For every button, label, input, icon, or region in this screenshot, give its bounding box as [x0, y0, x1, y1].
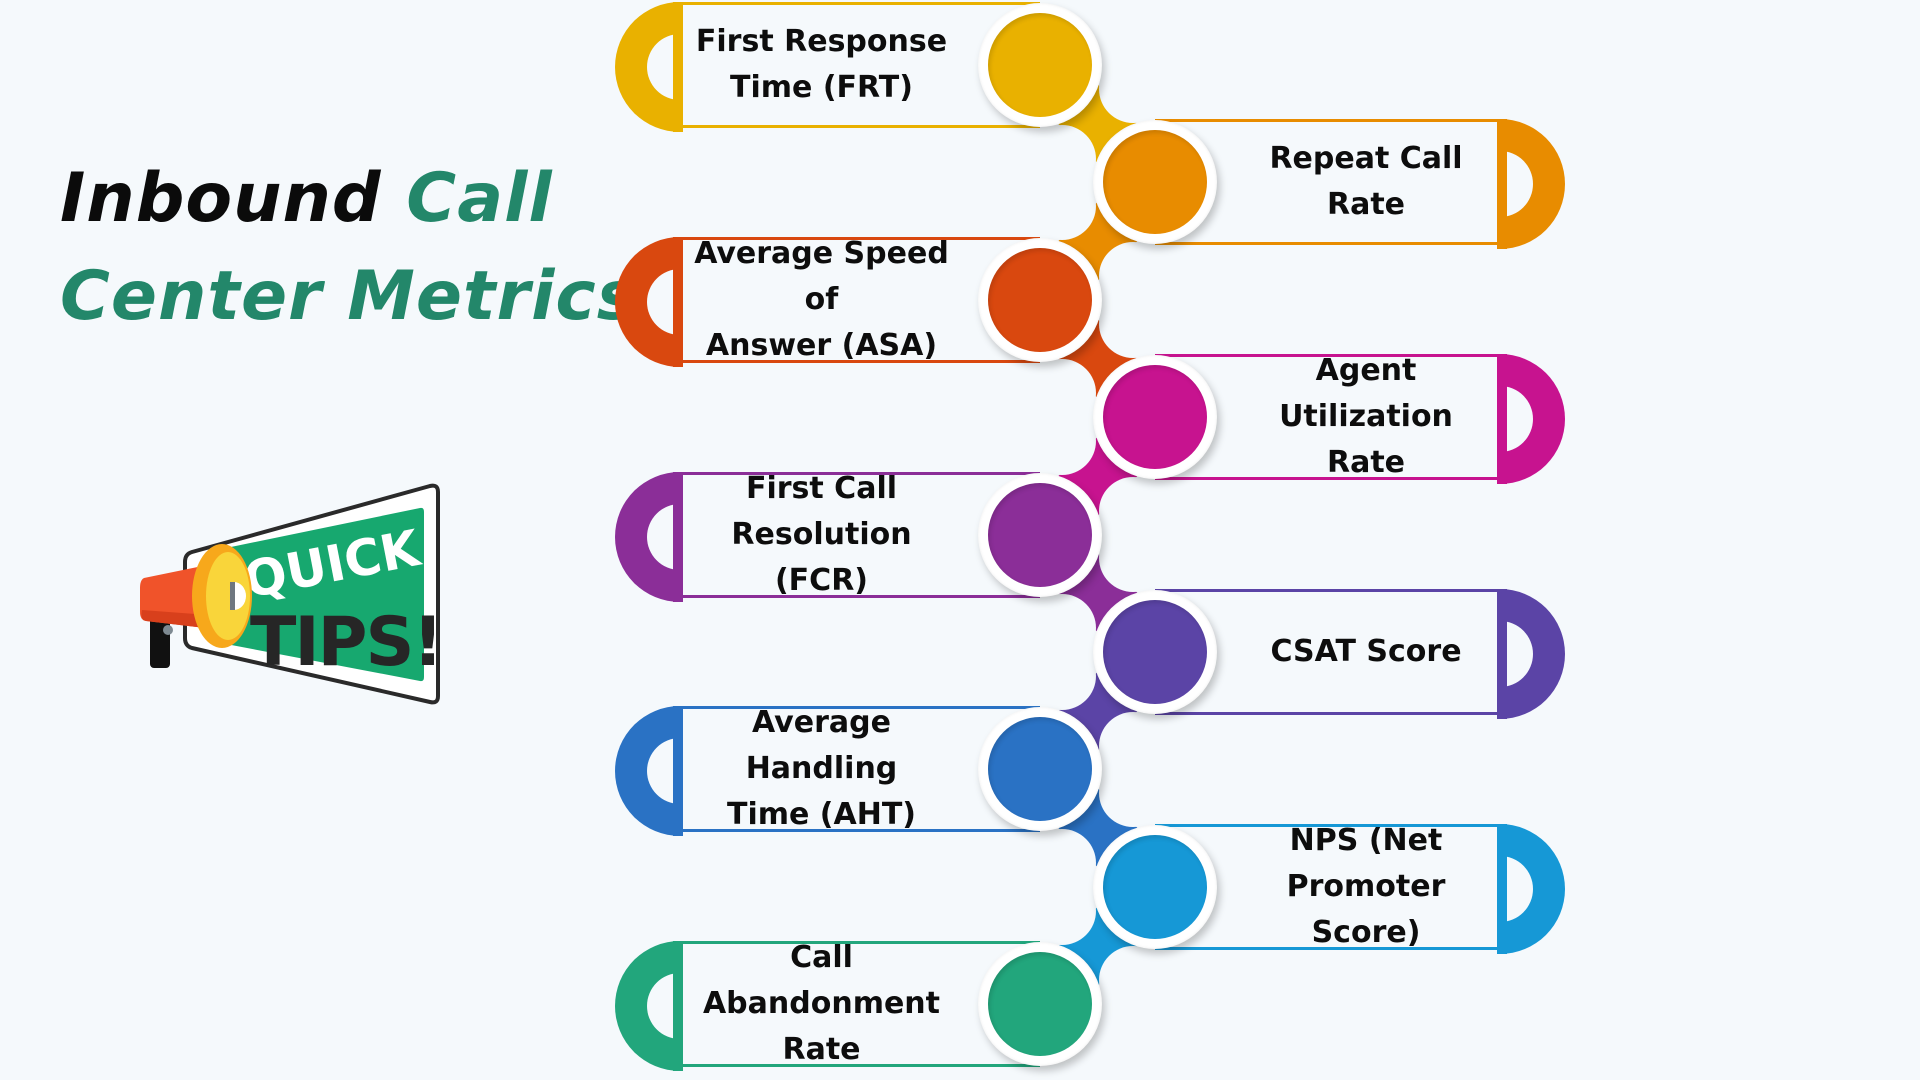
metric-node-fill [988, 13, 1092, 117]
metric-node [978, 472, 1102, 597]
card-end-cap [1499, 589, 1565, 719]
metric-node [1093, 590, 1217, 714]
card-end-cap-flat [673, 471, 683, 602]
metric-node [1093, 824, 1217, 949]
metric-node-fill [988, 482, 1092, 587]
connector-cutout [1099, 289, 1168, 358]
card-end-cap-flat [1497, 823, 1507, 954]
card-end-cap [615, 2, 681, 132]
card-end-cap [1499, 823, 1565, 954]
quick-tips-badge: QUICK TIPS! [130, 470, 460, 720]
connector-cutout [1099, 946, 1168, 1015]
metric-node-fill [1103, 130, 1207, 235]
title-line-center-metrics: Center Metrics [60, 257, 639, 336]
card-end-cap-flat [673, 706, 683, 837]
metric-label: Average Speed of Answer (ASA) [694, 235, 949, 363]
metric-node [978, 3, 1102, 127]
card-end-cap [1499, 119, 1565, 250]
page-title: Inbound Call Center Metrics [60, 150, 638, 346]
card-end-cap-flat [673, 236, 683, 367]
card-end-cap-flat [673, 941, 683, 1072]
title-word-inbound: Inbound [60, 159, 382, 238]
metric-label: Agent Utilization Rate [1279, 353, 1453, 481]
card-end-cap [615, 706, 681, 837]
card-end-cap [615, 471, 681, 602]
card-end-cap [615, 236, 681, 367]
metric-card: CSAT Score [1155, 589, 1565, 719]
title-word-call: Call [406, 159, 553, 238]
card-end-cap-flat [673, 2, 683, 132]
metric-node-fill [1103, 600, 1207, 704]
connector-cutout [1027, 876, 1096, 945]
connector-cutout [1027, 406, 1096, 475]
metric-label: Call Abandonment Rate [702, 940, 941, 1068]
metric-node-fill [1103, 834, 1207, 939]
card-end-cap-flat [1497, 119, 1507, 250]
metric-label: First Response Time (FRT) [695, 24, 948, 105]
card-end-cap-flat [1497, 354, 1507, 485]
connector-cutout [1027, 641, 1096, 710]
metric-node [978, 942, 1102, 1067]
metric-node-fill [988, 717, 1092, 822]
badge-tips-text: TIPS! [250, 603, 442, 682]
metric-node [978, 707, 1102, 832]
metric-label: Repeat Call Rate [1269, 141, 1463, 223]
connector-cutout [1099, 759, 1168, 828]
metric-label: CSAT Score [1270, 634, 1462, 669]
metric-node-fill [988, 952, 1092, 1057]
metric-label: First Call Resolution (FCR) [731, 470, 912, 598]
connector-cutout [1099, 54, 1168, 123]
metric-node-fill [1103, 365, 1207, 470]
metric-node [978, 237, 1102, 362]
megaphone-icon: QUICK TIPS! [140, 483, 444, 705]
card-end-cap [615, 941, 681, 1072]
metric-label: NPS (Net Promoter Score) [1286, 822, 1446, 950]
metric-label: Average Handling Time (AHT) [726, 705, 916, 833]
card-end-cap [1499, 354, 1565, 485]
metric-node-fill [988, 247, 1092, 352]
metric-node [1093, 355, 1217, 480]
connector-cutout [1099, 524, 1168, 593]
metric-node [1093, 120, 1217, 245]
card-end-cap-flat [1497, 589, 1507, 719]
connector-cutout [1027, 172, 1096, 241]
